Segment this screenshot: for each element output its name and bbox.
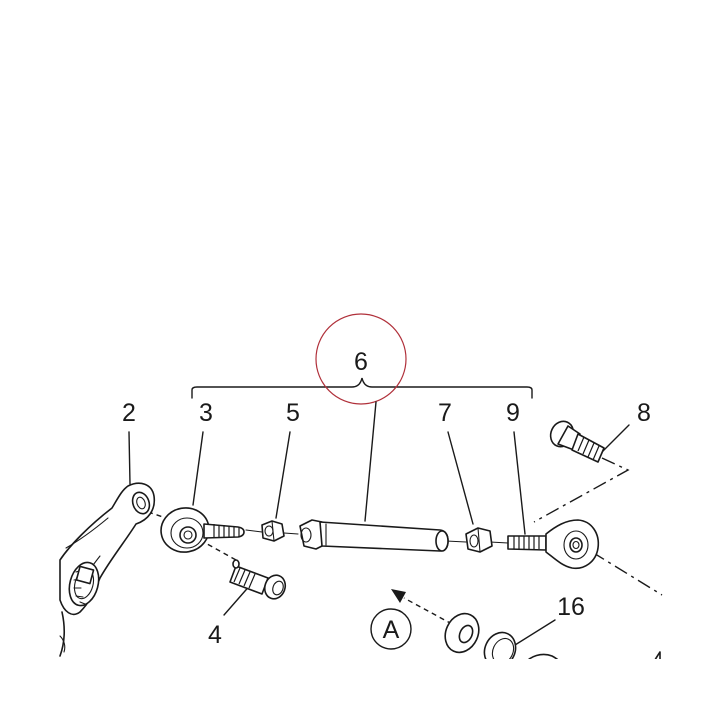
view-direction-line — [403, 597, 453, 625]
axis-line — [489, 541, 509, 544]
part-2-lever-arm — [59, 482, 156, 657]
assembly-brace — [191, 377, 533, 399]
callout-16: 16 — [557, 593, 585, 621]
callout-9: 9 — [506, 399, 520, 427]
callout-4: 4 — [208, 621, 222, 649]
leader-line-9 — [513, 431, 526, 535]
part-8-bolt — [549, 420, 605, 463]
part-7-nut — [465, 527, 493, 553]
leader-line-3 — [192, 431, 204, 506]
bolt-4-axis — [199, 539, 237, 561]
view-marker-label: A — [383, 616, 400, 644]
leader-line-5 — [275, 431, 291, 519]
washer — [444, 612, 480, 654]
part-6-rod — [299, 519, 449, 552]
callout-3: 3 — [199, 399, 213, 427]
leader-line-6 — [364, 401, 377, 522]
callout-2: 2 — [122, 399, 136, 427]
axis-line — [591, 551, 663, 596]
axis-line — [283, 532, 299, 535]
part-4-bolt — [229, 559, 287, 600]
view-marker-circle — [370, 608, 412, 650]
highlight-circle — [315, 313, 407, 405]
callout-8: 8 — [637, 399, 651, 427]
part-3-ball-joint — [160, 507, 245, 553]
callout-6: 6 — [354, 348, 368, 376]
bottom-mask — [0, 659, 720, 720]
view-direction-arrow — [391, 589, 406, 603]
axis-line — [445, 540, 467, 543]
leader-line-8 — [601, 424, 630, 453]
bolt-alignment-path — [533, 457, 630, 523]
leader-line-7 — [447, 431, 474, 525]
callout-5: 5 — [286, 399, 300, 427]
callout-7: 7 — [438, 399, 452, 427]
axis-line — [245, 529, 263, 533]
part-9-rod-end — [507, 519, 600, 570]
part-16-o-ring — [483, 631, 517, 669]
leader-line-16 — [514, 619, 556, 646]
leader-line-2 — [128, 431, 131, 485]
part-5-nut — [261, 520, 285, 542]
